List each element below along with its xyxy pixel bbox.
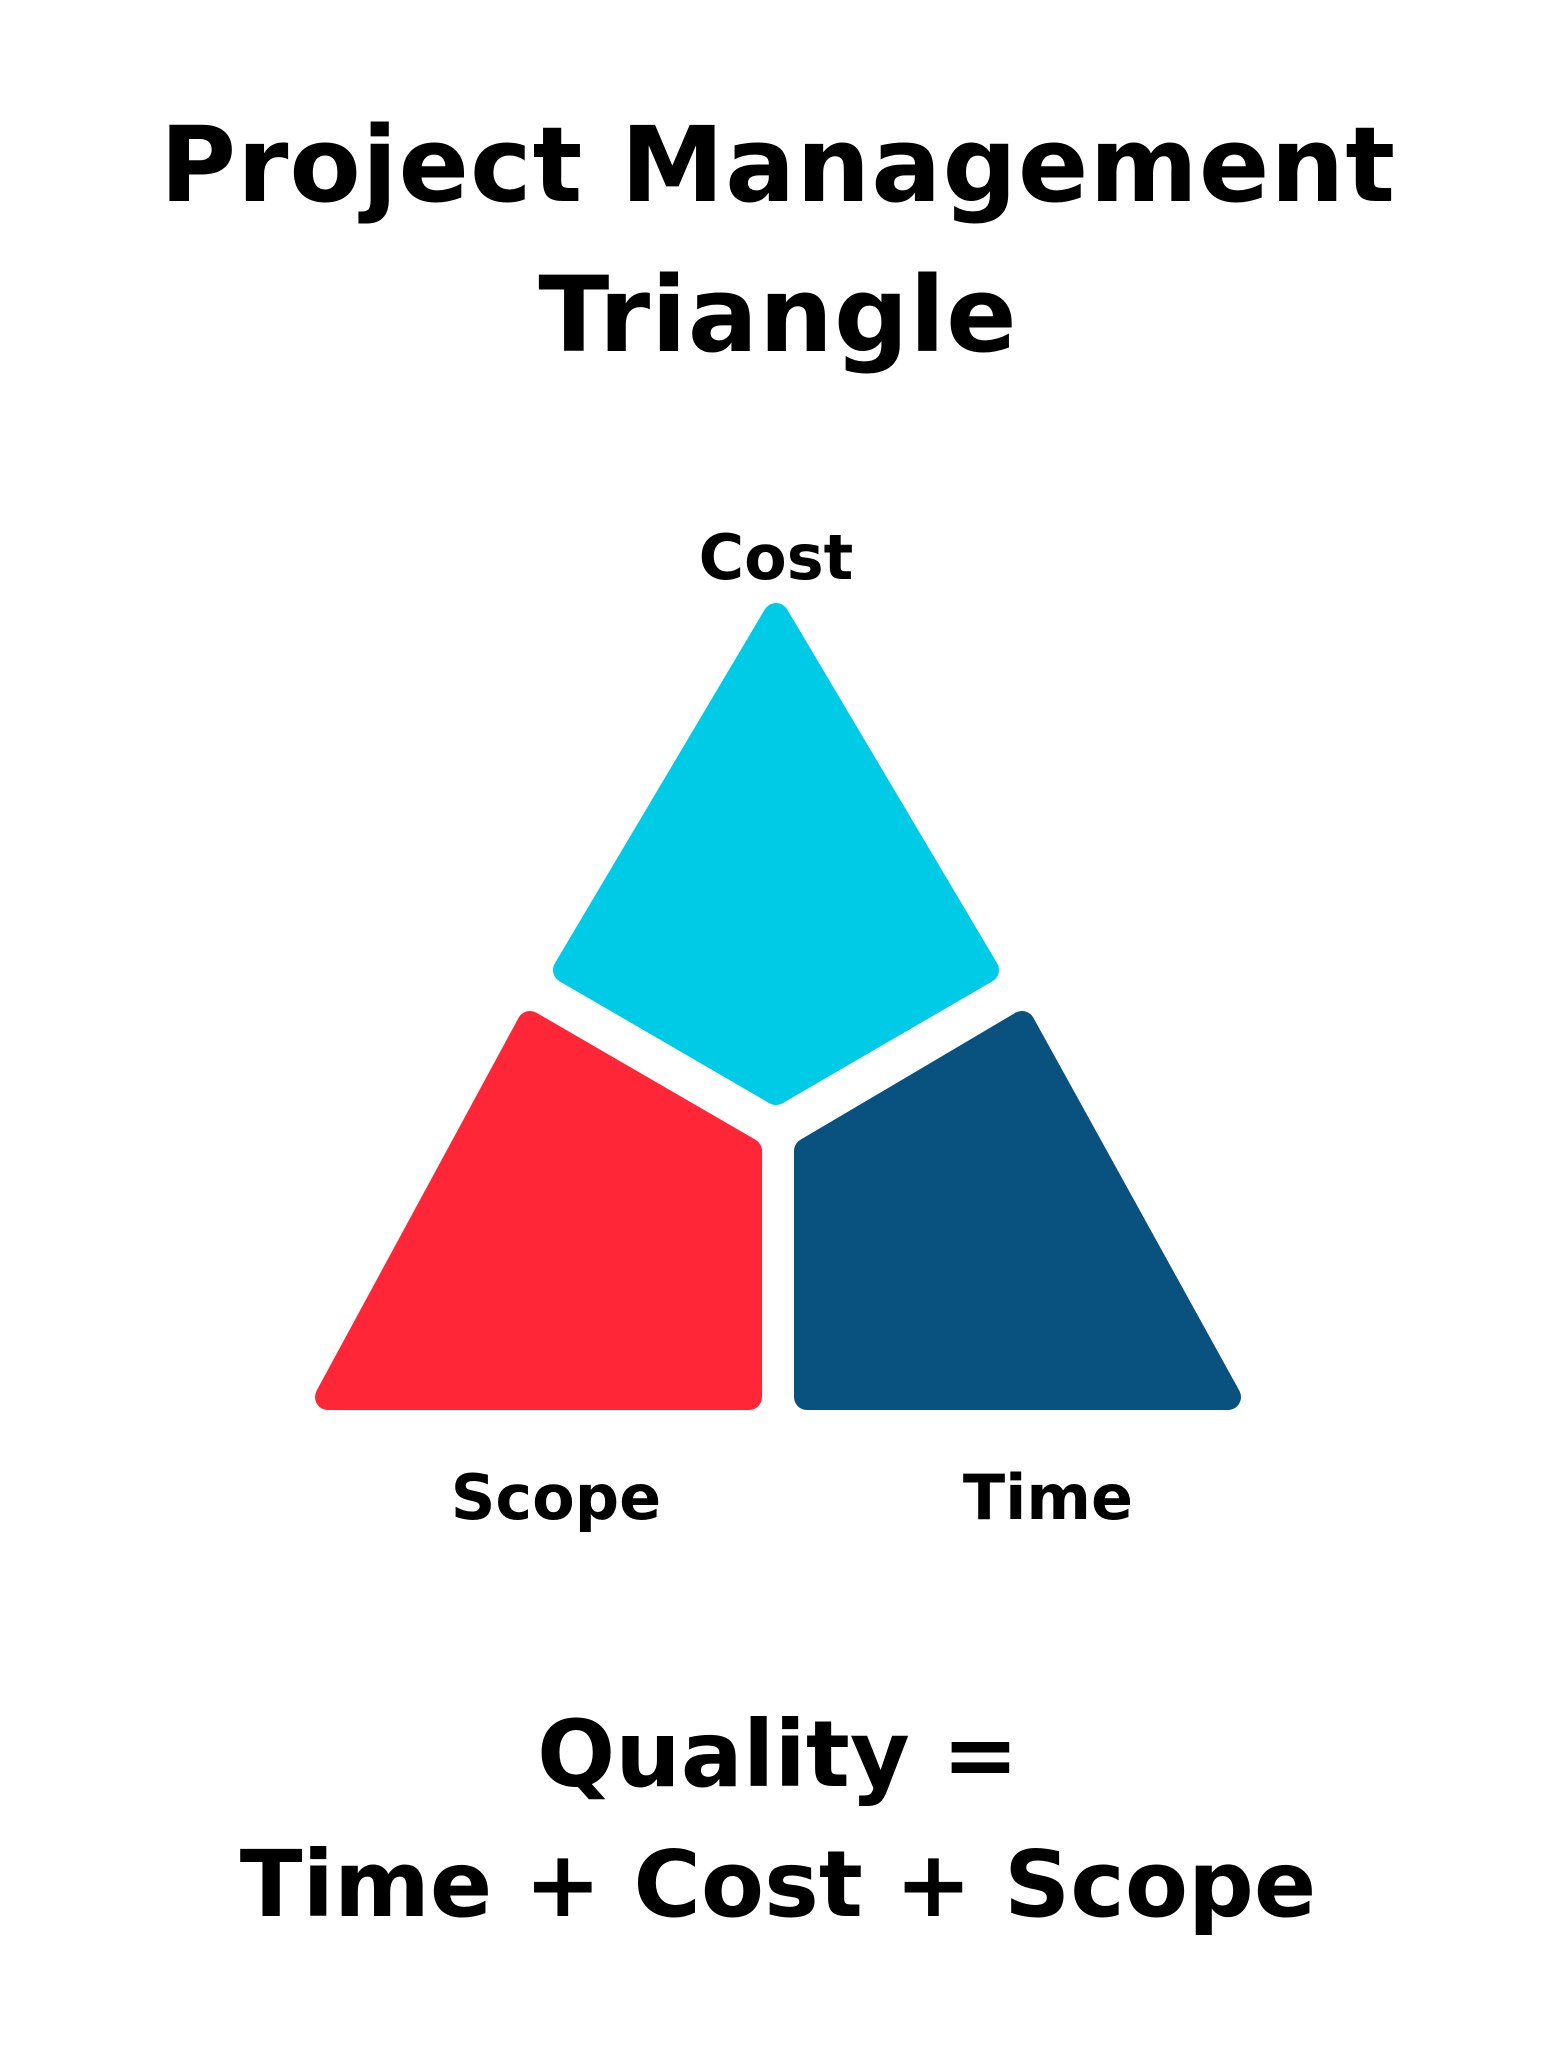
cost-segment	[553, 603, 999, 1105]
time-label: Time	[962, 1461, 1134, 1534]
time-segment	[794, 1011, 1241, 1410]
scope-label: Scope	[450, 1461, 662, 1534]
scope-segment	[315, 1011, 762, 1410]
formula-line-1: Quality =	[537, 1701, 1019, 1808]
formula-line-2: Time + Cost + Scope	[239, 1831, 1317, 1938]
cost-label: Cost	[698, 521, 854, 594]
page-title-line-2: Triangle	[538, 254, 1018, 376]
page-title-line-1: Project Management	[159, 104, 1397, 226]
